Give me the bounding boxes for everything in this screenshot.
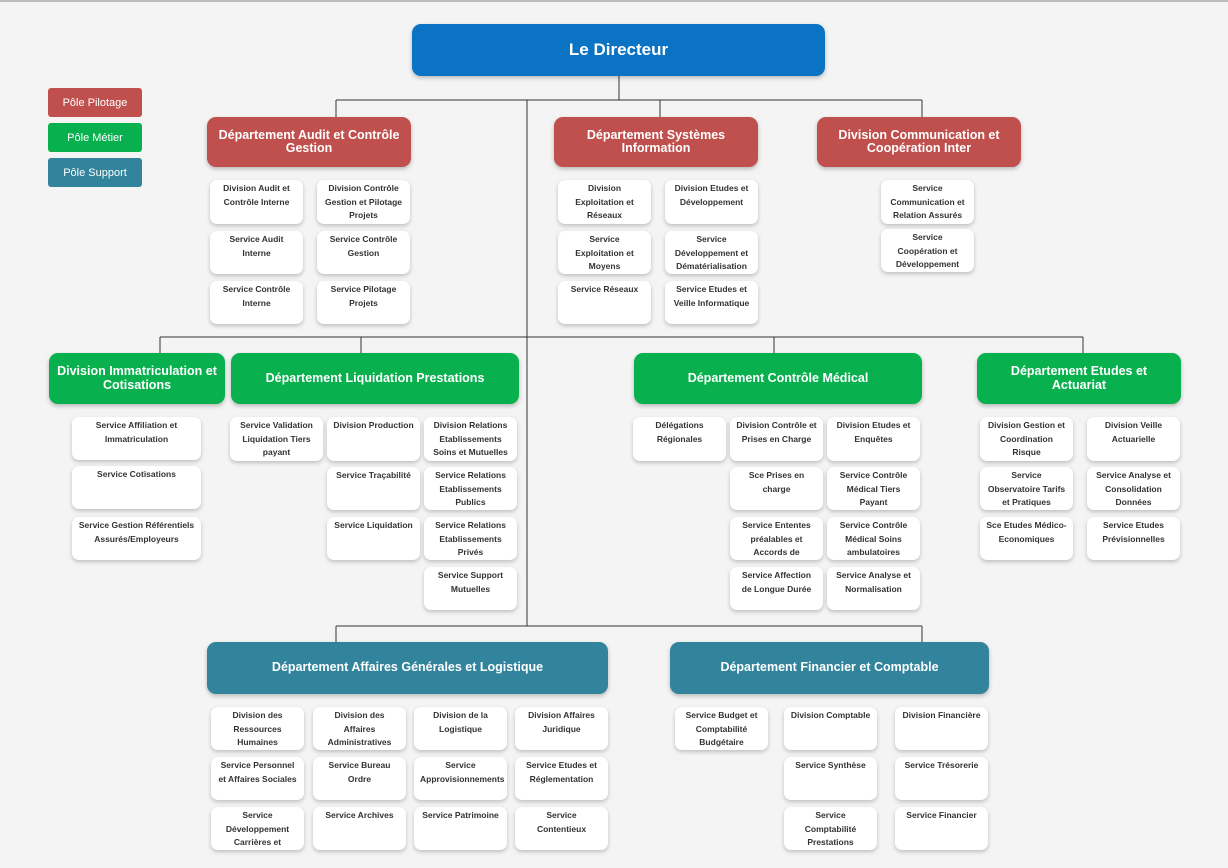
legend-metier: Pôle Métier (48, 123, 142, 152)
com-item[interactable]: Service Communication et Relation Assuré… (881, 180, 974, 224)
liq-item[interactable]: Division Production (327, 417, 420, 461)
si-item[interactable]: Service Réseaux (558, 281, 651, 324)
fin-item[interactable]: Service Trésorerie (895, 757, 988, 800)
audit-item[interactable]: Division Audit et Contrôle Interne (210, 180, 303, 224)
med-item[interactable]: Service Ententes préalables et Accords d… (730, 517, 823, 560)
agl-item[interactable]: Division des Affaires Administratives (313, 707, 406, 750)
window-top-border (0, 0, 1228, 2)
med-item[interactable]: Service Contrôle Médical Tiers Payant (827, 467, 920, 510)
immat-item[interactable]: Service Affiliation et Immatriculation (72, 417, 201, 460)
immat-item[interactable]: Service Cotisations (72, 466, 201, 509)
agl-item[interactable]: Service Patrimoine (414, 807, 507, 850)
med-item[interactable]: Division Etudes et Enquêtes (827, 417, 920, 461)
liq-item[interactable]: Service Support Mutuelles (424, 567, 517, 610)
audit-department-header[interactable]: Département Audit et Contrôle Gestion (207, 117, 411, 167)
liq-department-header[interactable]: Département Liquidation Prestations (231, 353, 519, 404)
agl-item[interactable]: Service Archives (313, 807, 406, 850)
agl-item[interactable]: Service Personnel et Affaires Sociales (211, 757, 304, 800)
liq-item[interactable]: Service Liquidation (327, 517, 420, 560)
com-item[interactable]: Service Coopération et Développement Par… (881, 229, 974, 272)
agl-item[interactable]: Service Approvisionnements (414, 757, 507, 800)
act-item[interactable]: Service Etudes Prévisionnelles (1087, 517, 1180, 560)
audit-item[interactable]: Division Contrôle Gestion et Pilotage Pr… (317, 180, 410, 224)
agl-item[interactable]: Service Etudes et Réglementation (515, 757, 608, 800)
legend-support: Pôle Support (48, 158, 142, 187)
fin-item[interactable]: Division Comptable (784, 707, 877, 750)
si-item[interactable]: Service Etudes et Veille Informatique (665, 281, 758, 324)
legend-pilotage: Pôle Pilotage (48, 88, 142, 117)
si-item[interactable]: Service Développement et Dématérialisati… (665, 231, 758, 274)
liq-item[interactable]: Service Validation Liquidation Tiers pay… (230, 417, 323, 461)
director-node[interactable]: Le Directeur (412, 24, 825, 76)
agl-item[interactable]: Division de la Logistique (414, 707, 507, 750)
med-department-header[interactable]: Département Contrôle Médical (634, 353, 922, 404)
med-item[interactable]: Sce Prises en charge (730, 467, 823, 510)
fin-item[interactable]: Service Comptabilité Prestations (784, 807, 877, 850)
fin-item[interactable]: Service Budget et Comptabilité Budgétair… (675, 707, 768, 750)
immat-division-header[interactable]: Division Immatriculation et Cotisations (49, 353, 225, 404)
med-item[interactable]: Division Contrôle et Prises en Charge (730, 417, 823, 461)
agl-item[interactable]: Service Contentieux (515, 807, 608, 850)
si-item[interactable]: Division Exploitation et Réseaux (558, 180, 651, 224)
med-item[interactable]: Délégations Régionales (633, 417, 726, 461)
si-item[interactable]: Division Etudes et Développement (665, 180, 758, 224)
agl-item[interactable]: Service Développement Carrières et (211, 807, 304, 850)
audit-item[interactable]: Service Contrôle Gestion (317, 231, 410, 274)
liq-item[interactable]: Division Relations Etablissements Soins … (424, 417, 517, 461)
med-item[interactable]: Service Contrôle Médical Soins ambulatoi… (827, 517, 920, 560)
liq-item[interactable]: Service Relations Etablissements Privés (424, 517, 517, 560)
med-item[interactable]: Service Affection de Longue Durée (730, 567, 823, 610)
agl-item[interactable]: Division des Ressources Humaines (211, 707, 304, 750)
act-department-header[interactable]: Département Etudes et Actuariat (977, 353, 1181, 404)
si-department-header[interactable]: Département Systèmes Information (554, 117, 758, 167)
act-item[interactable]: Sce Etudes Médico-Economiques (980, 517, 1073, 560)
agl-item[interactable]: Division Affaires Juridique (515, 707, 608, 750)
audit-item[interactable]: Service Contrôle Interne (210, 281, 303, 324)
liq-item[interactable]: Service Traçabilité (327, 467, 420, 510)
immat-item[interactable]: Service Gestion Référentiels Assurés/Emp… (72, 517, 201, 560)
fin-item[interactable]: Division Financière (895, 707, 988, 750)
liq-item[interactable]: Service Relations Etablissements Publics (424, 467, 517, 510)
fin-item[interactable]: Service Synthèse (784, 757, 877, 800)
fin-department-header[interactable]: Département Financier et Comptable (670, 642, 989, 694)
audit-item[interactable]: Service Pilotage Projets (317, 281, 410, 324)
act-item[interactable]: Service Analyse et Consolidation Données (1087, 467, 1180, 510)
com-division-header[interactable]: Division Communication et Coopération In… (817, 117, 1021, 167)
act-item[interactable]: Service Observatoire Tarifs et Pratiques (980, 467, 1073, 510)
si-item[interactable]: Service Exploitation et Moyens Informati… (558, 231, 651, 274)
agl-department-header[interactable]: Département Affaires Générales et Logist… (207, 642, 608, 694)
audit-item[interactable]: Service Audit Interne (210, 231, 303, 274)
fin-item[interactable]: Service Financier (895, 807, 988, 850)
act-item[interactable]: Division Veille Actuarielle (1087, 417, 1180, 461)
agl-item[interactable]: Service Bureau Ordre (313, 757, 406, 800)
med-item[interactable]: Service Analyse et Normalisation (827, 567, 920, 610)
act-item[interactable]: Division Gestion et Coordination Risque (980, 417, 1073, 461)
